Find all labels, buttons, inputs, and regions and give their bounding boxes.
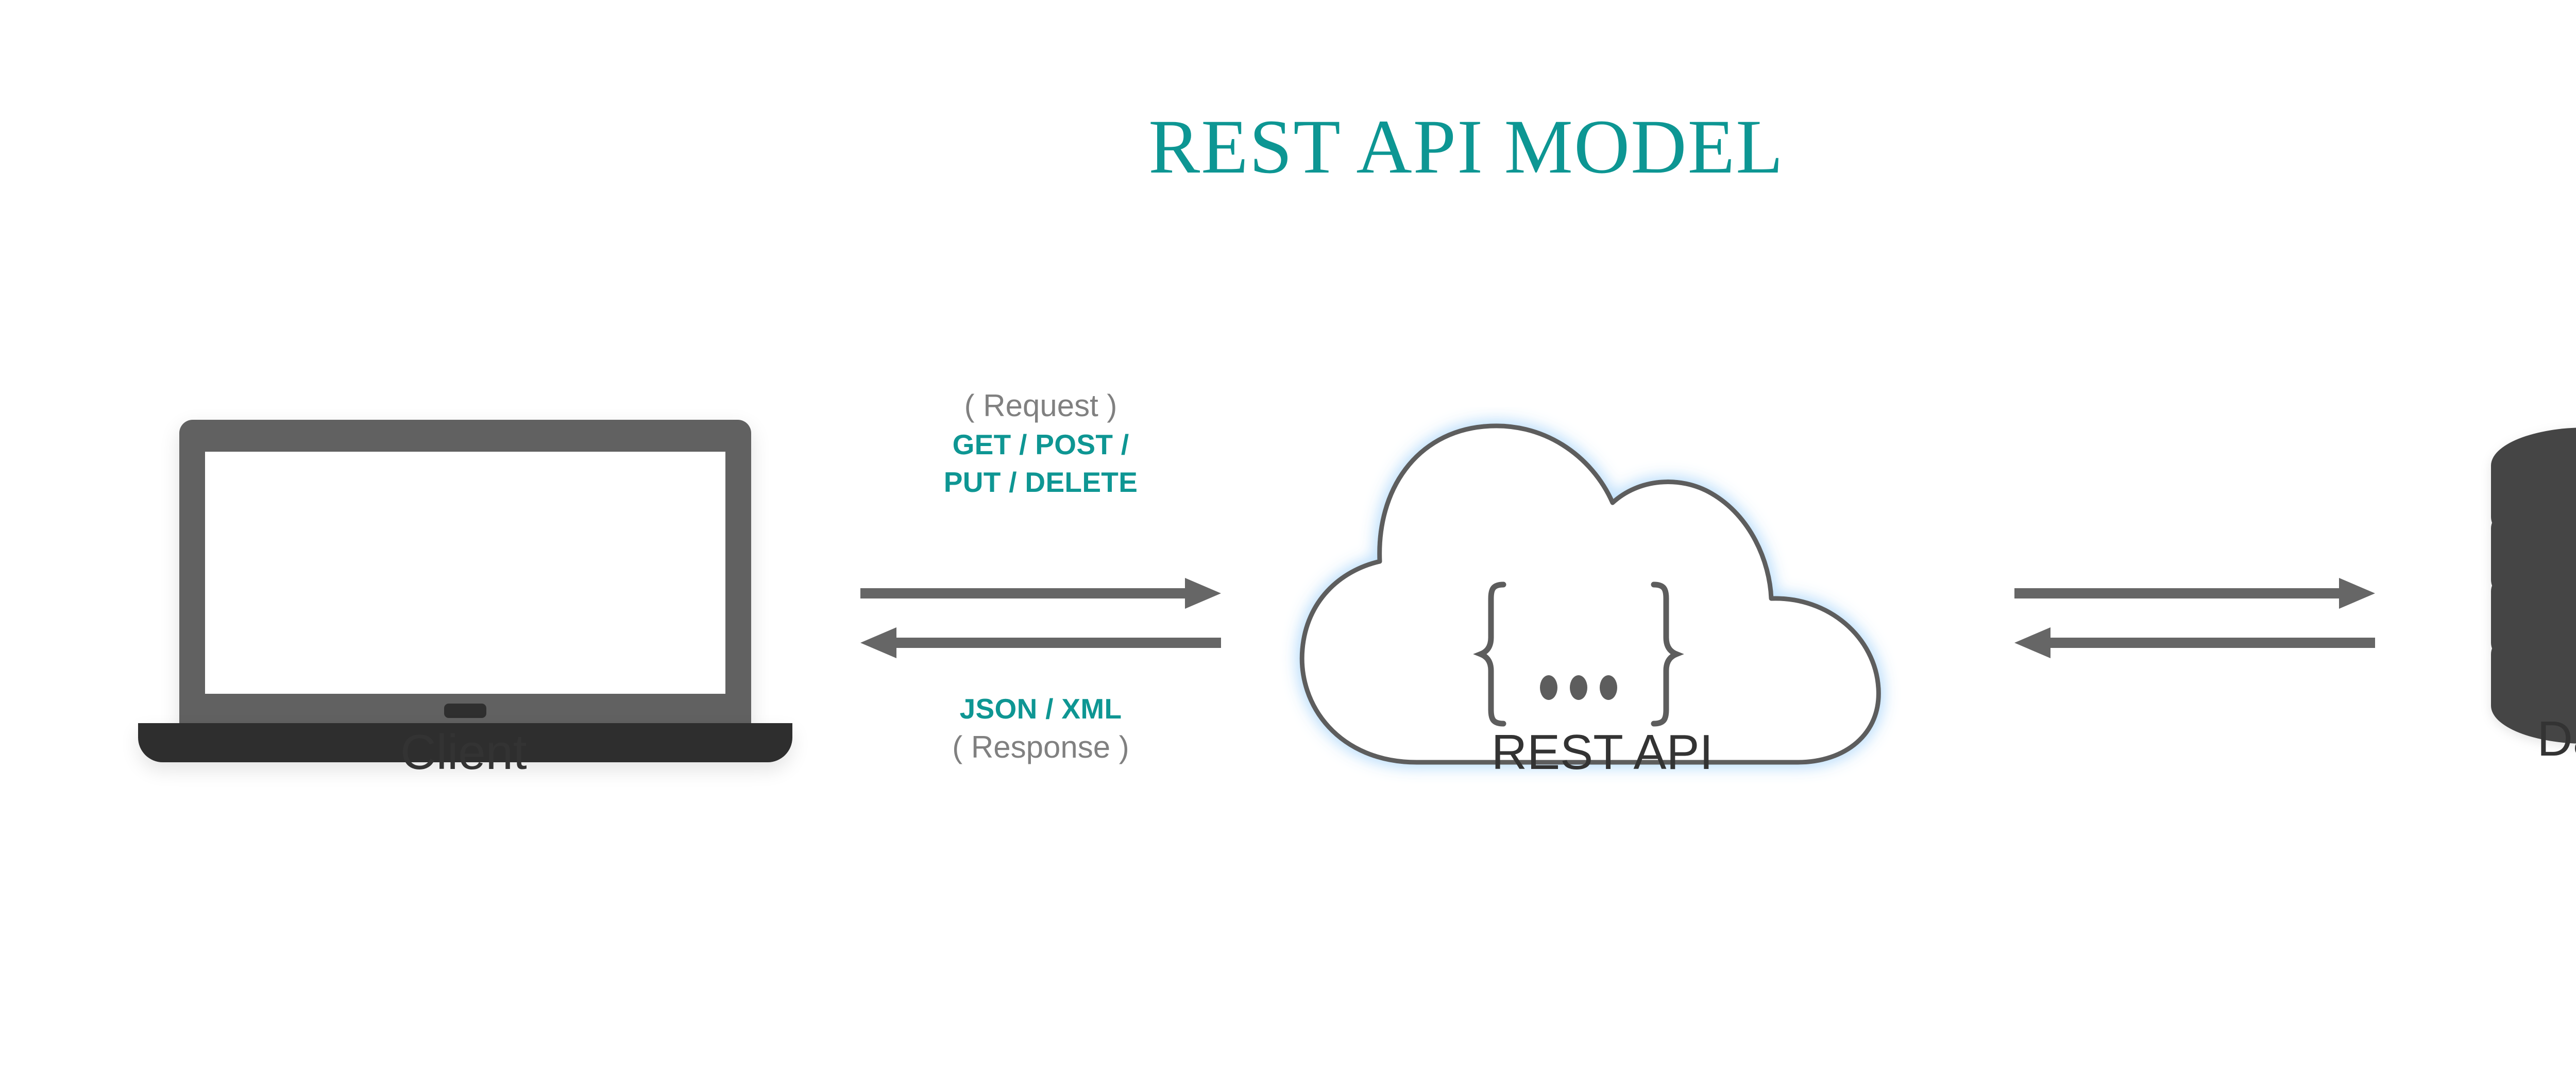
- left-brace-icon: [1473, 581, 1506, 727]
- arrows-client-api: [845, 561, 1236, 675]
- cloud-shape: [1299, 423, 1881, 765]
- database-cylinder-icon: [2491, 427, 2576, 744]
- laptop-screen: [205, 452, 725, 694]
- laptop-base: [138, 723, 792, 762]
- response-formats-label: JSON / XML: [959, 693, 1122, 725]
- db-layer-1-top: [2491, 427, 2576, 504]
- cloud-icon: [1299, 423, 1881, 765]
- response-label-group: JSON / XML ( Response ): [845, 690, 1236, 767]
- node-label-rest-api: REST API: [1491, 725, 1714, 780]
- node-label-database: Database: [2537, 711, 2576, 766]
- dot-3-icon: [1600, 675, 1617, 700]
- dot-2-icon: [1570, 675, 1587, 700]
- node-database[interactable]: Database: [2432, 391, 2576, 814]
- node-rest-api[interactable]: REST API: [1262, 407, 1942, 819]
- page-title: REST API MODEL: [1148, 104, 1784, 190]
- request-methods-line-2: PUT / DELETE: [943, 466, 1138, 498]
- dot-1-icon: [1540, 675, 1557, 700]
- arrow-api-to-database: [2014, 578, 2375, 609]
- request-methods-line-1: GET / POST /: [952, 428, 1129, 460]
- laptop-notch-icon: [444, 704, 486, 718]
- request-paren-label: ( Request ): [964, 388, 1117, 423]
- request-label-group: ( Request ) GET / POST / PUT / DELETE: [845, 386, 1236, 501]
- arrow-database-to-api: [2014, 627, 2375, 658]
- arrow-api-to-client: [860, 627, 1221, 658]
- laptop-icon: [72, 407, 855, 778]
- response-paren-label: ( Response ): [952, 730, 1129, 765]
- arrows-api-database: [1999, 561, 2391, 675]
- node-client[interactable]: Client: [72, 407, 855, 819]
- right-brace-icon: [1651, 581, 1684, 727]
- arrow-client-to-api: [860, 578, 1221, 609]
- node-label-client: Client: [400, 725, 527, 780]
